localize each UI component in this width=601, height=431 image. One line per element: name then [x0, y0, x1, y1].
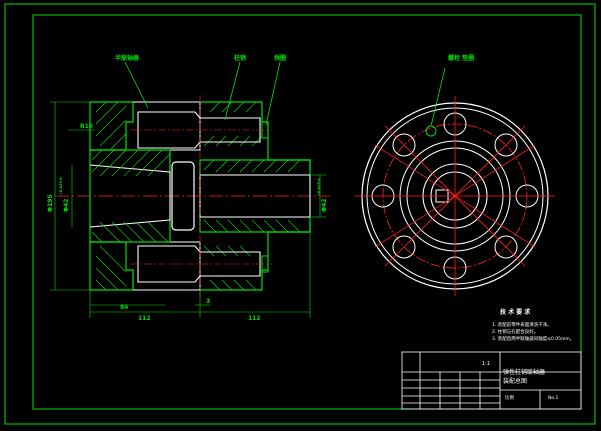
inner-frame: [32, 14, 582, 410]
title-block: [401, 351, 582, 410]
end-view: [355, 67, 555, 296]
outer-frame: [4, 3, 596, 425]
section-view: [50, 61, 330, 318]
